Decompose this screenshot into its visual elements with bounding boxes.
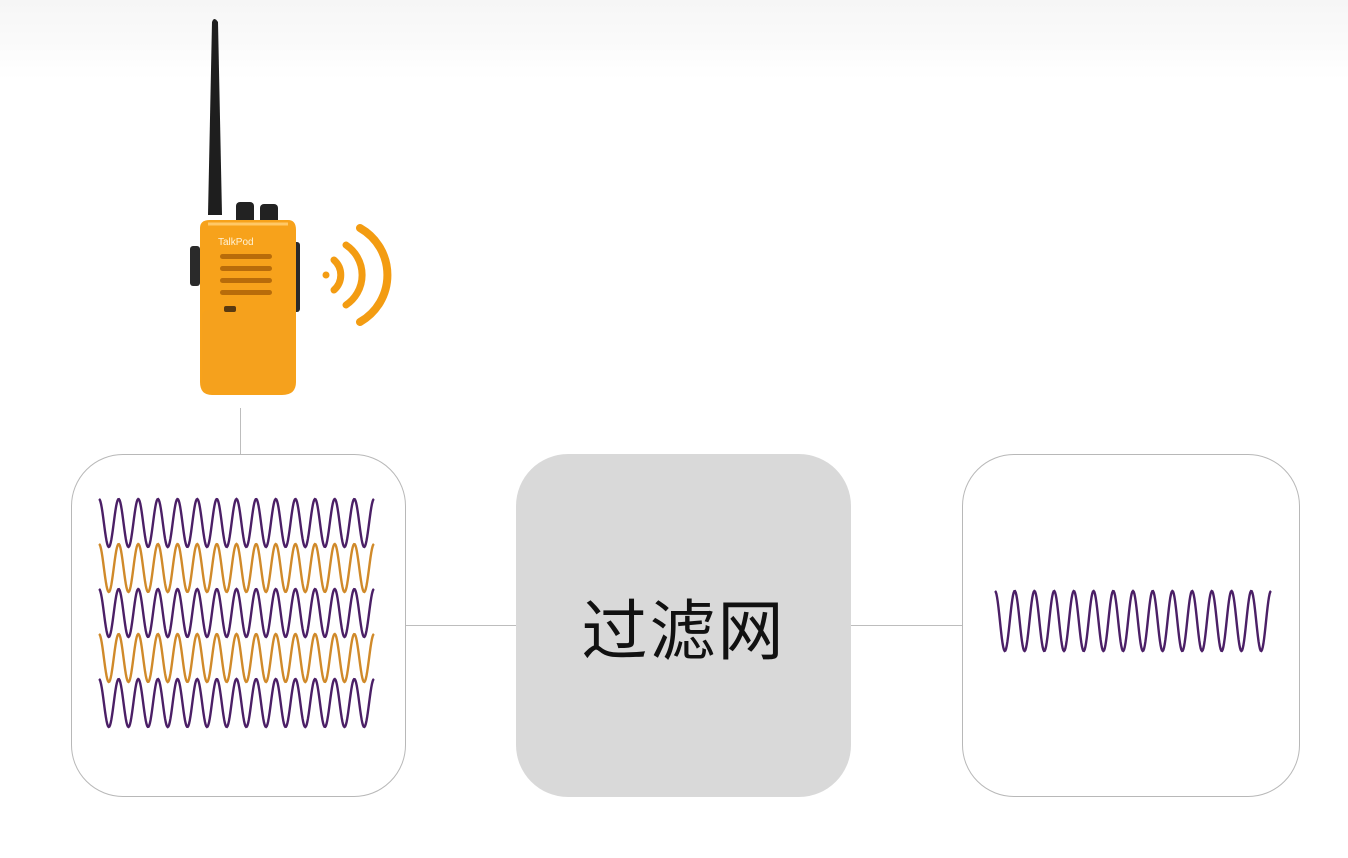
wave-purple-1 [98, 497, 375, 549]
wave-purple-5 [98, 677, 375, 729]
wave-orange-2 [98, 542, 375, 594]
connector-filter-to-output [851, 625, 962, 626]
input-signal-box [71, 454, 406, 797]
wave-filtered [994, 589, 1272, 653]
radio-brand-label: TalkPod [218, 237, 254, 248]
wave-orange-4 [98, 632, 375, 684]
signal-waves-icon [322, 224, 392, 326]
output-signal-box [962, 454, 1300, 797]
walkie-talkie-image: TalkPod [190, 19, 392, 395]
mixed-waves-graphic [98, 497, 375, 729]
filter-box: 过滤网 [516, 454, 851, 797]
wave-purple-3 [98, 587, 375, 639]
connector-input-to-filter [405, 625, 516, 626]
filtered-wave-graphic [994, 589, 1272, 653]
filter-label: 过滤网 [581, 592, 786, 670]
connector-radio-to-input [240, 408, 241, 454]
top-haze [0, 0, 1348, 80]
